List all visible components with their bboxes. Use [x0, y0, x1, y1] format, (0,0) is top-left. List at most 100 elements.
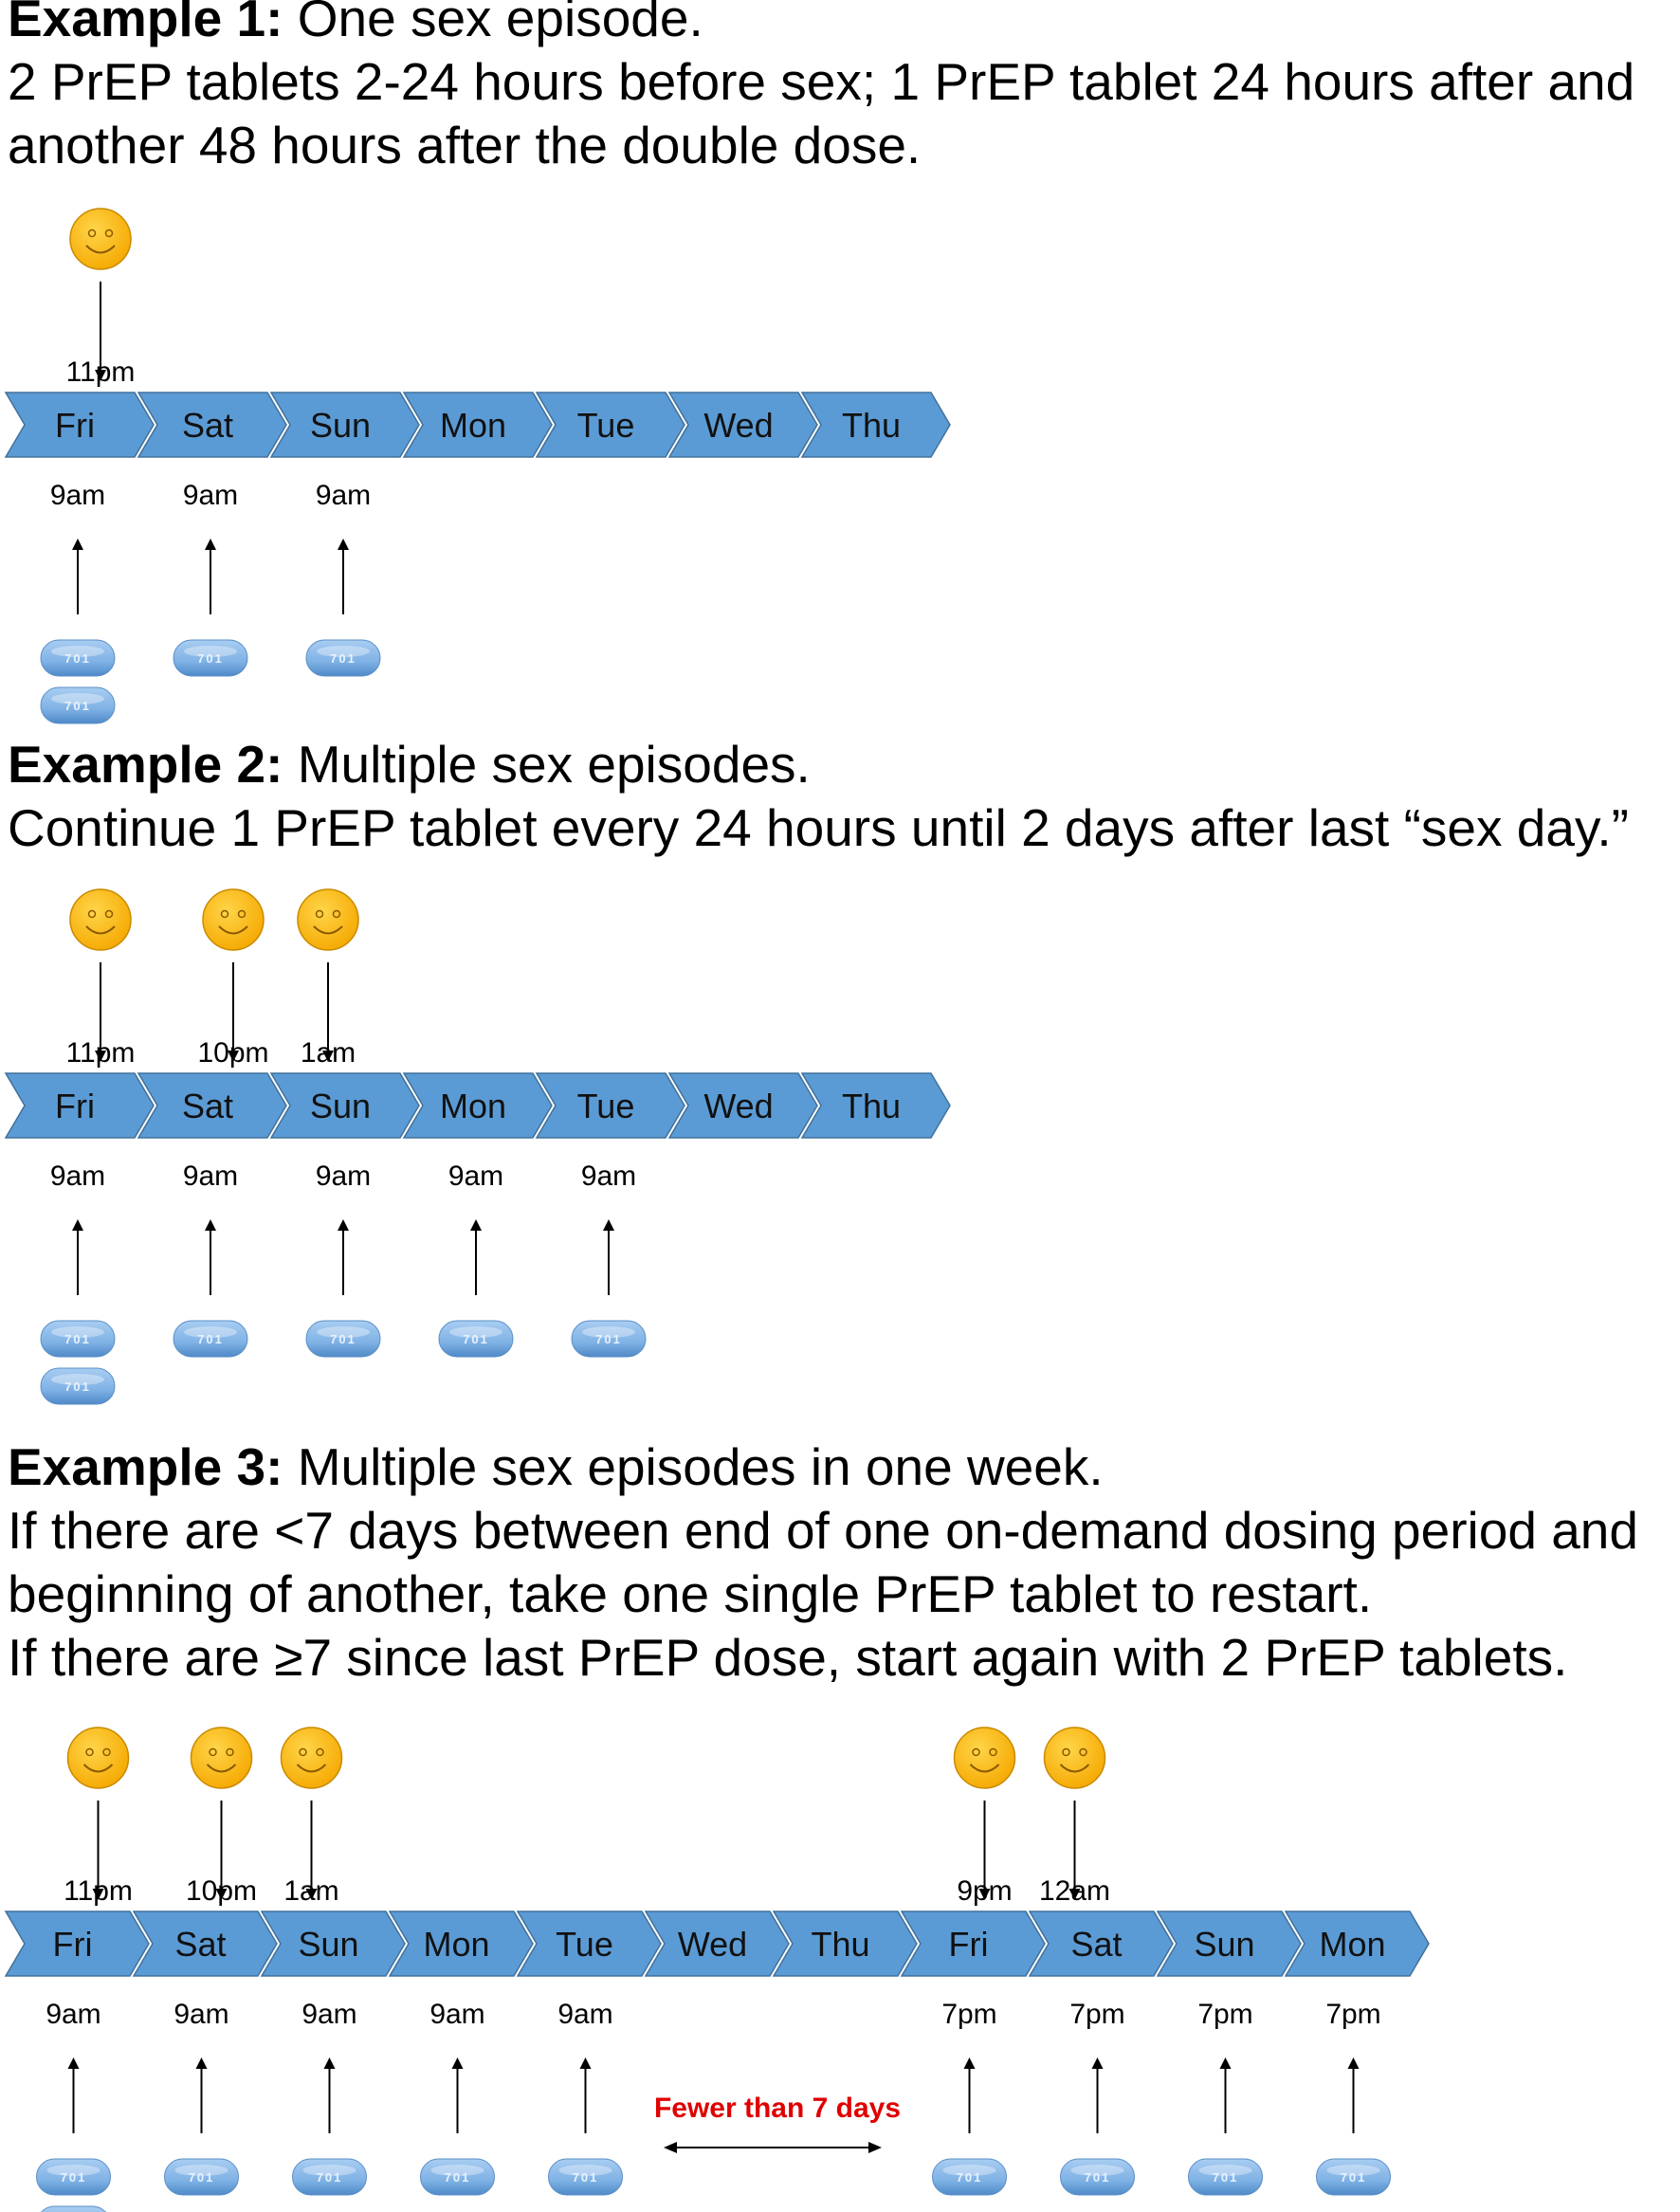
tablet-imprint: 701: [197, 1332, 224, 1346]
dose-time-label: 9am: [581, 1161, 636, 1192]
dose-time-label: 9am: [183, 1161, 238, 1192]
day-label: Thu: [842, 406, 901, 445]
arrow-up: [1219, 2057, 1232, 2133]
dose-time-label: 9am: [173, 1999, 228, 2030]
arrow-up: [67, 2057, 80, 2133]
day-chevron: Mon: [402, 392, 553, 458]
day-label: Sun: [298, 1925, 358, 1964]
tablet-icon: 701: [40, 1320, 116, 1358]
tablet-imprint: 701: [957, 2170, 983, 2185]
dose-time-label: 9am: [50, 1161, 105, 1192]
sex-event: 1am: [280, 1727, 343, 1907]
day-label: Sun: [310, 1087, 371, 1125]
day-chevron: Sun: [269, 1072, 420, 1139]
tablet-icon: 701: [1316, 2158, 1391, 2196]
day-chevron: Sat: [137, 1072, 287, 1139]
dose-event: 9am 701 701: [40, 1161, 116, 1405]
smiley-face-icon: [69, 888, 132, 951]
tablet-icon: 701: [932, 2158, 1007, 2196]
day-label: Wed: [703, 406, 773, 445]
dose-time-label: 9am: [557, 1999, 612, 2030]
day-chevron: Thu: [772, 1910, 918, 1977]
tablet-icon: 701: [173, 639, 248, 677]
arrow-up: [338, 1219, 349, 1295]
sex-time-label: 1am: [301, 1037, 356, 1069]
dose-time-label: 9am: [46, 1999, 100, 2030]
day-label: Thu: [811, 1925, 869, 1964]
tablet-imprint: 701: [197, 651, 224, 666]
day-label: Tue: [577, 1087, 635, 1125]
sex-time-label: 11pm: [66, 356, 136, 388]
dose-time-label: 9am: [429, 1999, 484, 2030]
sex-time-label: 1am: [283, 1875, 338, 1907]
day-chevron: Tue: [516, 1910, 662, 1977]
tablet-icon: 701: [548, 2158, 623, 2196]
smiley-face-icon: [953, 1727, 1016, 1789]
arrow-down: [305, 1801, 318, 1900]
dose-time-label: 9am: [316, 1161, 371, 1192]
example3-line-3: If there are ≥7 since last PrEP dose, st…: [8, 1628, 1568, 1687]
arrow-up: [323, 2057, 336, 2133]
dose-time-label: 7pm: [1069, 1999, 1124, 2030]
day-label: Mon: [440, 1087, 506, 1125]
dose-event: 9am 701: [548, 1999, 623, 2196]
day-chevron: Mon: [388, 1910, 534, 1977]
smiley-face-icon: [202, 888, 265, 951]
day-label: Sun: [1194, 1925, 1254, 1964]
day-chevron: Fri: [4, 1072, 155, 1139]
tablet-imprint: 701: [61, 2170, 87, 2185]
day-chevron: Wed: [667, 1072, 818, 1139]
tablet-icon: 701: [305, 639, 381, 677]
day-label: Mon: [440, 406, 506, 445]
tablet-icon: 701: [40, 639, 116, 677]
day-chevron: Sun: [269, 392, 420, 458]
tablet-imprint: 701: [64, 651, 91, 666]
sex-time-label: 11pm: [64, 1875, 133, 1907]
tablet-icon: 701: [1188, 2158, 1263, 2196]
tablet-imprint: 701: [64, 699, 91, 713]
tablet-imprint: 701: [317, 2170, 343, 2185]
day-chevron: Sat: [1028, 1910, 1174, 1977]
day-chevron: Sat: [137, 392, 287, 458]
sex-time-label: 9pm: [957, 1875, 1012, 1907]
example3-line-2: beginning of another, take one single Pr…: [8, 1564, 1373, 1623]
sex-event: 1am: [297, 888, 359, 1069]
example3-line-1: If there are <7 days between end of one …: [8, 1501, 1638, 1560]
tablet-imprint: 701: [64, 1332, 91, 1346]
tablet-icon: 701: [40, 2205, 107, 2212]
example2-line-1: Continue 1 PrEP tablet every 24 hours un…: [8, 798, 1629, 857]
day-label: Wed: [678, 1925, 747, 1964]
day-label: Mon: [423, 1925, 489, 1964]
day-label: Sat: [174, 1925, 226, 1964]
day-label: Thu: [842, 1087, 901, 1125]
tablet-icon: 701: [36, 2158, 111, 2196]
sex-event: 10pm: [186, 1727, 257, 1907]
example1-line-1: 2 PrEP tablets 2-24 hours before sex; 1 …: [8, 52, 1635, 111]
arrow-down: [95, 962, 106, 1062]
smiley-face-icon: [69, 208, 132, 270]
arrow-up: [451, 2057, 464, 2133]
arrow-up: [338, 539, 349, 614]
day-chevron: Sun: [260, 1910, 406, 1977]
arrow-down: [92, 1801, 104, 1900]
arrow-up: [579, 2057, 592, 2133]
tablet-icon: 701: [571, 1320, 647, 1358]
tablet-imprint: 701: [445, 2170, 471, 2185]
arrow-down: [1068, 1801, 1081, 1900]
tablet-icon: 701: [40, 1367, 116, 1405]
example1-line-2: another 48 hours after the double dose.: [8, 116, 922, 174]
tablet-imprint: 701: [1085, 2170, 1111, 2185]
sex-event: 12am: [1039, 1727, 1110, 1907]
arrow-up: [963, 2057, 976, 2133]
tablet-icon: 701: [438, 1320, 514, 1358]
dose-event: 9am 701: [420, 1999, 495, 2196]
example1-heading: Example 1: One sex episode.: [8, 0, 703, 47]
sex-event: 11pm: [66, 208, 136, 388]
